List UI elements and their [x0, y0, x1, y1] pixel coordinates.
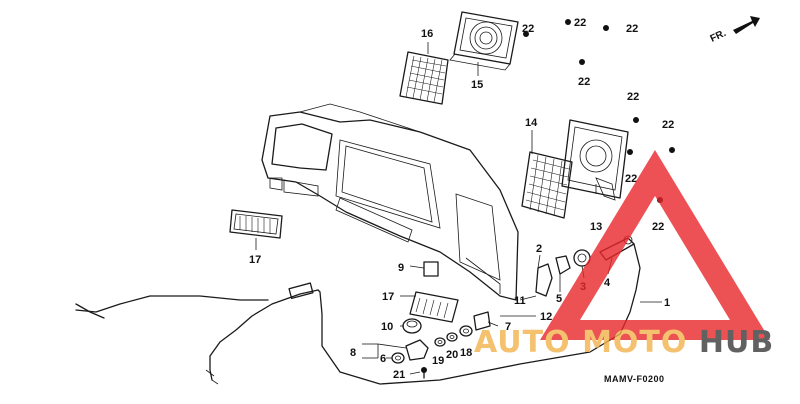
- cable-1: [75, 243, 641, 385]
- callout-9: 9: [398, 262, 404, 274]
- part-7-plate: [473, 311, 491, 331]
- direction-label: FR.: [709, 28, 728, 45]
- watermark-part1: AUTO: [474, 325, 571, 360]
- speaker-grille-16: [399, 51, 449, 105]
- callout-4: 4: [604, 277, 611, 289]
- callout-15: 15: [471, 79, 483, 91]
- callout-22f: 22: [662, 119, 674, 131]
- callout-6: 6: [380, 353, 386, 365]
- callout-17-upper: 17: [249, 254, 261, 266]
- callout-22c: 22: [626, 23, 638, 35]
- diagram-code: MAMV-F0200: [604, 374, 665, 384]
- callout-20: 20: [446, 349, 458, 361]
- part-17-upper: [229, 209, 283, 239]
- callout-8: 8: [350, 347, 356, 359]
- speaker-grille-14: [521, 151, 573, 219]
- part-9: [423, 261, 439, 277]
- callout-17-lower: 17: [382, 291, 394, 303]
- washers: [434, 325, 473, 347]
- automotohub-watermark: AUTO MOTO HUB: [474, 150, 774, 360]
- speaker-13: [561, 119, 629, 201]
- callout-22a: 22: [522, 23, 534, 35]
- callouts: 1 2 3 4 5 6 7 8 9 10 11 12 13 14 15 16 1…: [249, 17, 674, 381]
- front-arrow-icon: [733, 16, 760, 34]
- callout-2: 2: [536, 243, 542, 255]
- part-10-knob: [402, 318, 422, 334]
- watermark-part3: HUB: [699, 325, 774, 360]
- callout-21: 21: [393, 369, 405, 381]
- part-8-switch: [391, 339, 429, 364]
- callout-10: 10: [381, 321, 393, 333]
- callout-1: 1: [664, 297, 670, 309]
- screw-21: [421, 367, 427, 379]
- callout-22b: 22: [574, 17, 586, 29]
- callout-12: 12: [540, 311, 552, 323]
- front-direction-indicator: FR.: [709, 16, 760, 45]
- meter-cover: [261, 103, 519, 301]
- watermark-part2: MOTO: [582, 325, 687, 360]
- callout-22e: 22: [627, 91, 639, 103]
- callout-11: 11: [514, 295, 526, 307]
- warning-triangle-icon: [540, 150, 770, 340]
- callout-14: 14: [525, 117, 538, 129]
- callout-19: 19: [432, 355, 444, 367]
- callout-22d: 22: [578, 76, 590, 88]
- callout-13: 13: [590, 221, 602, 233]
- speaker-15: [449, 11, 519, 71]
- callout-7: 7: [505, 321, 511, 333]
- callout-22h: 22: [652, 221, 664, 233]
- callout-16: 16: [421, 28, 433, 40]
- callout-5: 5: [556, 293, 562, 305]
- callout-18: 18: [460, 347, 472, 359]
- part-17-lower: [409, 291, 459, 323]
- callout-22g: 22: [625, 173, 637, 185]
- svg-text:AUTO MOTO HUB: AUTO MOTO HUB: [474, 325, 774, 360]
